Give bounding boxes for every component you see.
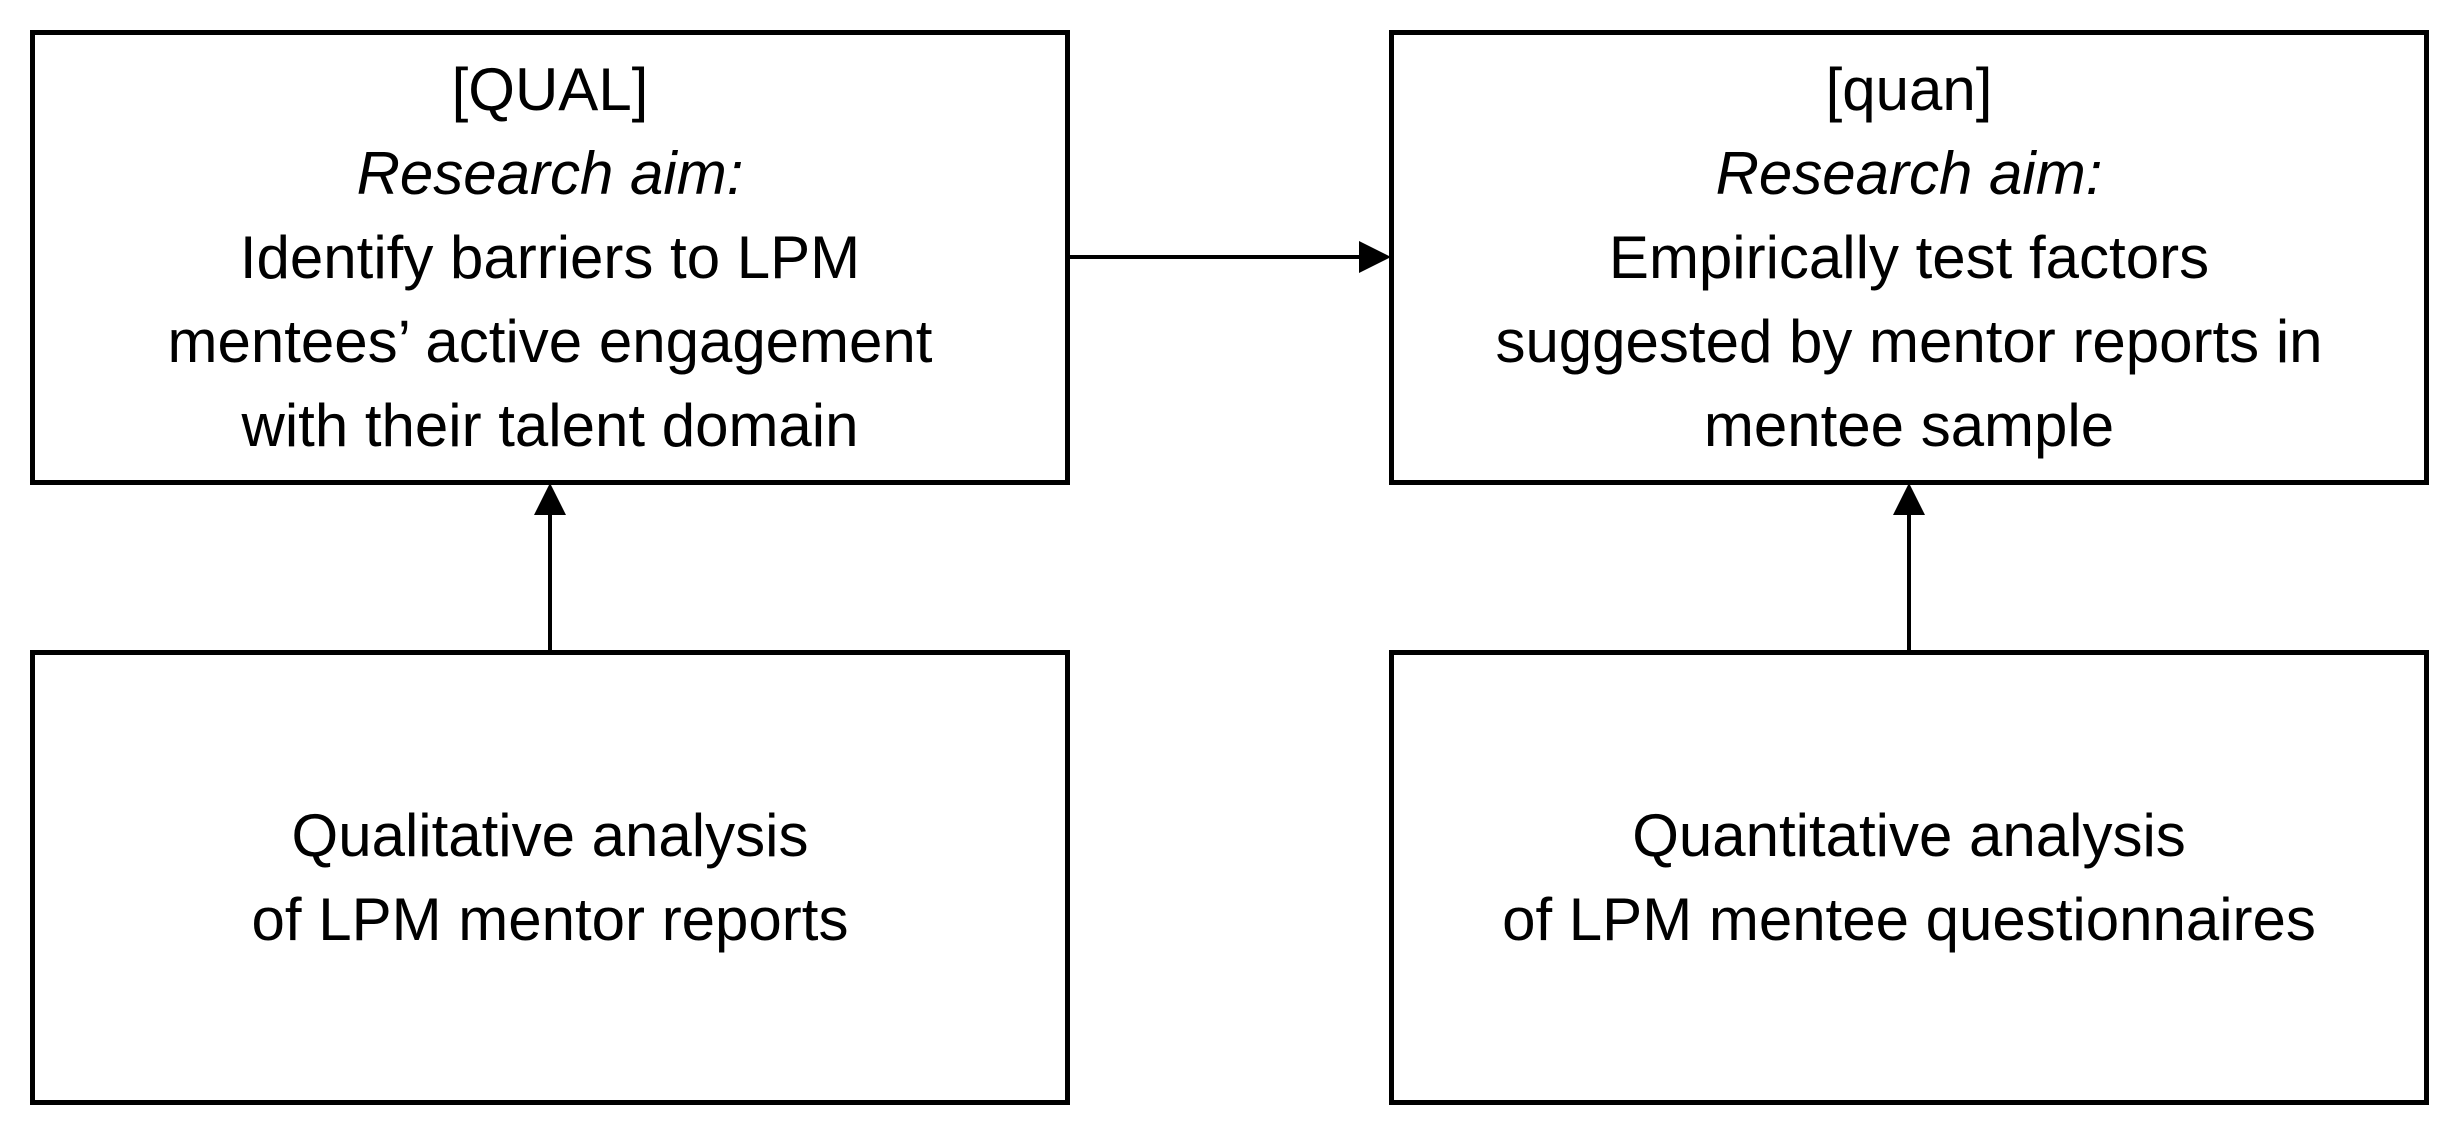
qual-research-aim-box: [QUAL] Research aim: Identify barriers t… [30, 30, 1070, 485]
quantitative-analysis-box: Quantitative analysis of LPM mentee ques… [1389, 650, 2429, 1105]
qual-aim-text-line1: Identify barriers to LPM [239, 223, 861, 291]
quan-source-text-line2: of LPM mentee questionnaires [1502, 885, 2316, 953]
qual-aim-text-line3: with their talent domain [241, 391, 859, 459]
quan-research-aim-box: [quan] Research aim: Empirically test fa… [1389, 30, 2429, 485]
qual-aim-text-line2: mentees’ active engagement [167, 307, 933, 375]
quan-aim-text-line1: Empirically test factors [1608, 223, 2210, 291]
quan-source-text-line1: Quantitative analysis [1632, 801, 2186, 869]
quan-aim-label: Research aim: [1715, 139, 2103, 207]
quan-aim-text-line2: suggested by mentor reports in [1495, 307, 2323, 375]
qual-aim-label: Research aim: [356, 139, 744, 207]
qualitative-analysis-box: Qualitative analysis of LPM mentor repor… [30, 650, 1070, 1105]
qual-source-text-line2: of LPM mentor reports [251, 885, 849, 953]
qual-tag: [QUAL] [451, 55, 649, 123]
quan-aim-text-line3: mentee sample [1703, 391, 2115, 459]
quan-tag: [quan] [1825, 55, 1993, 123]
qual-source-text-line1: Qualitative analysis [291, 801, 809, 869]
